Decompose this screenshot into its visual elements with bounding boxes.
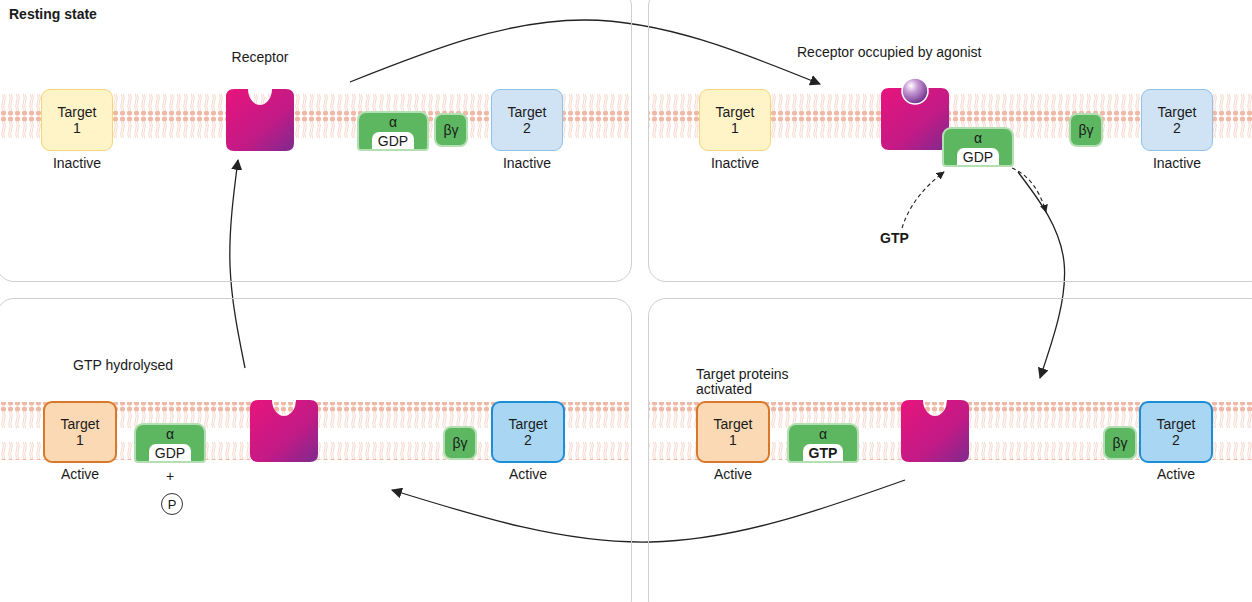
g-alpha-subunit: αGTP: [787, 423, 859, 463]
stage-panel: Target 1ActiveαGDPPβγTarget 2ActiveGTP h…: [0, 298, 632, 602]
target-name: Target 1: [55, 416, 105, 448]
target-state: Inactive: [711, 155, 759, 171]
nucleotide-label: GTP: [803, 444, 844, 461]
target-name: Target 2: [1152, 104, 1202, 136]
phosphate-circle: P: [161, 493, 183, 515]
target-name: Target 1: [710, 104, 760, 136]
g-beta-gamma-subunit: βγ: [1103, 426, 1137, 460]
g-beta-gamma-subunit: βγ: [1069, 113, 1103, 147]
target-state: Active: [1157, 466, 1195, 482]
g-beta-gamma-subunit: βγ: [434, 113, 468, 147]
subunit-name: α: [819, 426, 827, 442]
stage-heading: Resting state: [9, 7, 97, 22]
gtp-label: GTP: [880, 230, 909, 246]
target-protein: Target 2Active: [491, 401, 565, 463]
subunit-name: α: [166, 426, 174, 442]
target-name: Target 2: [503, 416, 553, 448]
subunit-name: βγ: [443, 122, 458, 138]
cycle-arrow: [230, 160, 245, 368]
cycle-arrow: [1018, 172, 1065, 378]
subunit-name: βγ: [452, 435, 467, 451]
target-protein: Target 1Inactive: [699, 89, 771, 151]
g-alpha-subunit: αGDP: [357, 111, 429, 151]
subunit-name: α: [389, 114, 397, 130]
nucleotide-label: GDP: [149, 444, 191, 461]
stage-panel: Target 1InactiveαGDPβγTarget 2InactiveRe…: [648, 0, 1252, 282]
stage-heading: Receptor occupied by agonist: [797, 45, 981, 60]
target-state: Inactive: [53, 155, 101, 171]
target-state: Active: [509, 466, 547, 482]
target-protein: Target 2Active: [1139, 401, 1213, 463]
stage-heading: Target proteins activated: [696, 367, 846, 397]
nucleotide-label: GDP: [372, 132, 414, 149]
target-protein: Target 2Inactive: [491, 89, 563, 151]
target-protein: Target 1Active: [696, 401, 770, 463]
stage-panel: Target 1InactiveReceptorαGDPβγTarget 2In…: [0, 0, 632, 282]
target-protein: Target 2Inactive: [1141, 89, 1213, 151]
stage-heading: GTP hydrolysed: [73, 358, 173, 373]
plus-sign: +: [166, 468, 174, 484]
gdp-exit-arrow: [1012, 168, 1046, 212]
g-alpha-subunit: αGDP: [942, 127, 1014, 167]
nucleotide-label: GDP: [957, 148, 999, 165]
subunit-name: βγ: [1078, 122, 1093, 138]
subunit-name: βγ: [1112, 435, 1127, 451]
receptor-outline: [226, 89, 294, 151]
gtp-entry-arrow: [902, 172, 944, 228]
target-name: Target 1: [708, 416, 758, 448]
receptor-shape: [226, 89, 294, 151]
g-alpha-subunit: αGDP: [134, 423, 206, 463]
receptor-label: Receptor: [210, 49, 310, 65]
agonist: [902, 78, 928, 104]
target-state: Active: [61, 466, 99, 482]
stage-panel: Target 1ActiveαGTPβγTarget 2ActiveTarget…: [648, 298, 1252, 602]
target-name: Target 2: [502, 104, 552, 136]
cycle-arrow: [350, 20, 820, 84]
receptor-shape: [901, 400, 969, 462]
target-state: Inactive: [1153, 155, 1201, 171]
target-state: Inactive: [503, 155, 551, 171]
g-beta-gamma-subunit: βγ: [443, 426, 477, 460]
target-protein: Target 1Active: [43, 401, 117, 463]
membrane: [0, 90, 1252, 460]
subunit-name: α: [974, 130, 982, 146]
receptor: Receptor: [210, 49, 310, 151]
target-protein: Target 1Inactive: [41, 89, 113, 151]
target-state: Active: [714, 466, 752, 482]
receptor-shape: [250, 400, 318, 462]
phosphate-label: P: [168, 497, 177, 512]
target-name: Target 1: [52, 104, 102, 136]
target-name: Target 2: [1151, 416, 1201, 448]
